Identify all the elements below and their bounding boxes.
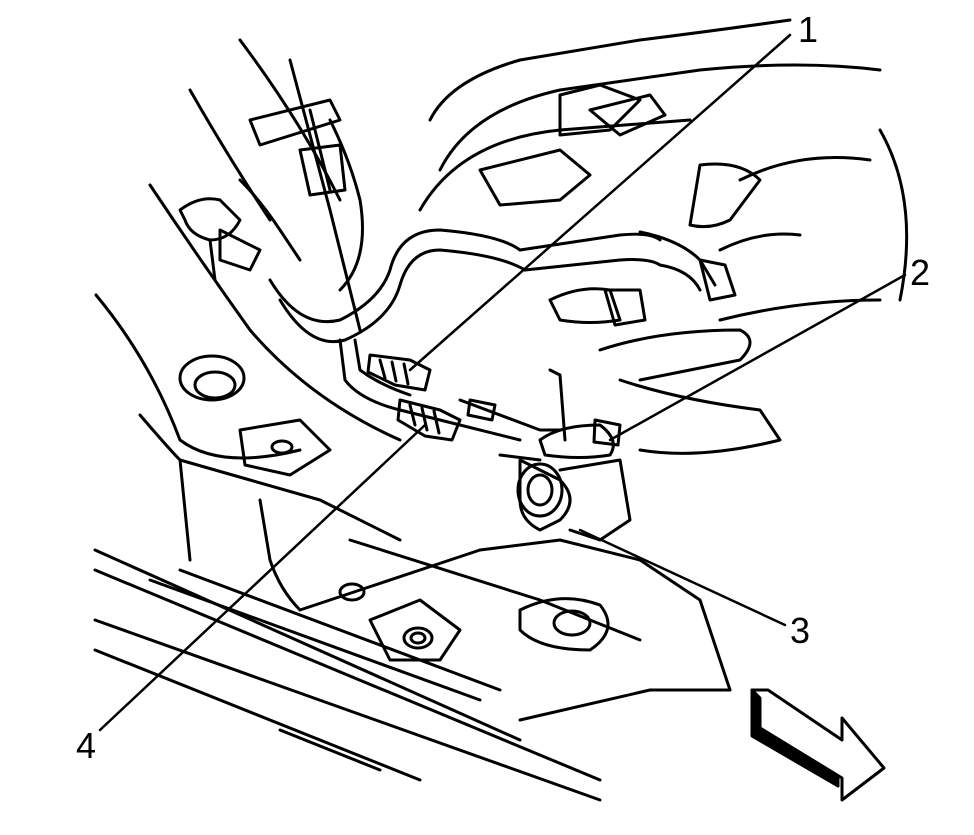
floor-holes bbox=[178, 354, 610, 662]
leader-line-2 bbox=[608, 273, 907, 442]
callout-label-3: 3 bbox=[790, 610, 810, 651]
forward-arrow-icon bbox=[750, 688, 886, 802]
callout-label-4: 4 bbox=[76, 725, 96, 766]
leader-line-4 bbox=[98, 423, 427, 732]
callout-label-2: 2 bbox=[910, 252, 930, 293]
wiring-harness bbox=[178, 98, 737, 462]
callout-label-1: 1 bbox=[798, 9, 818, 50]
body-panel-outline bbox=[418, 18, 909, 455]
sensor-connectors bbox=[366, 353, 632, 542]
leader-line-3 bbox=[578, 528, 787, 627]
pillar-and-floor-panel bbox=[93, 38, 732, 802]
callout-leaders bbox=[98, 33, 907, 732]
leader-line-1 bbox=[408, 33, 792, 372]
